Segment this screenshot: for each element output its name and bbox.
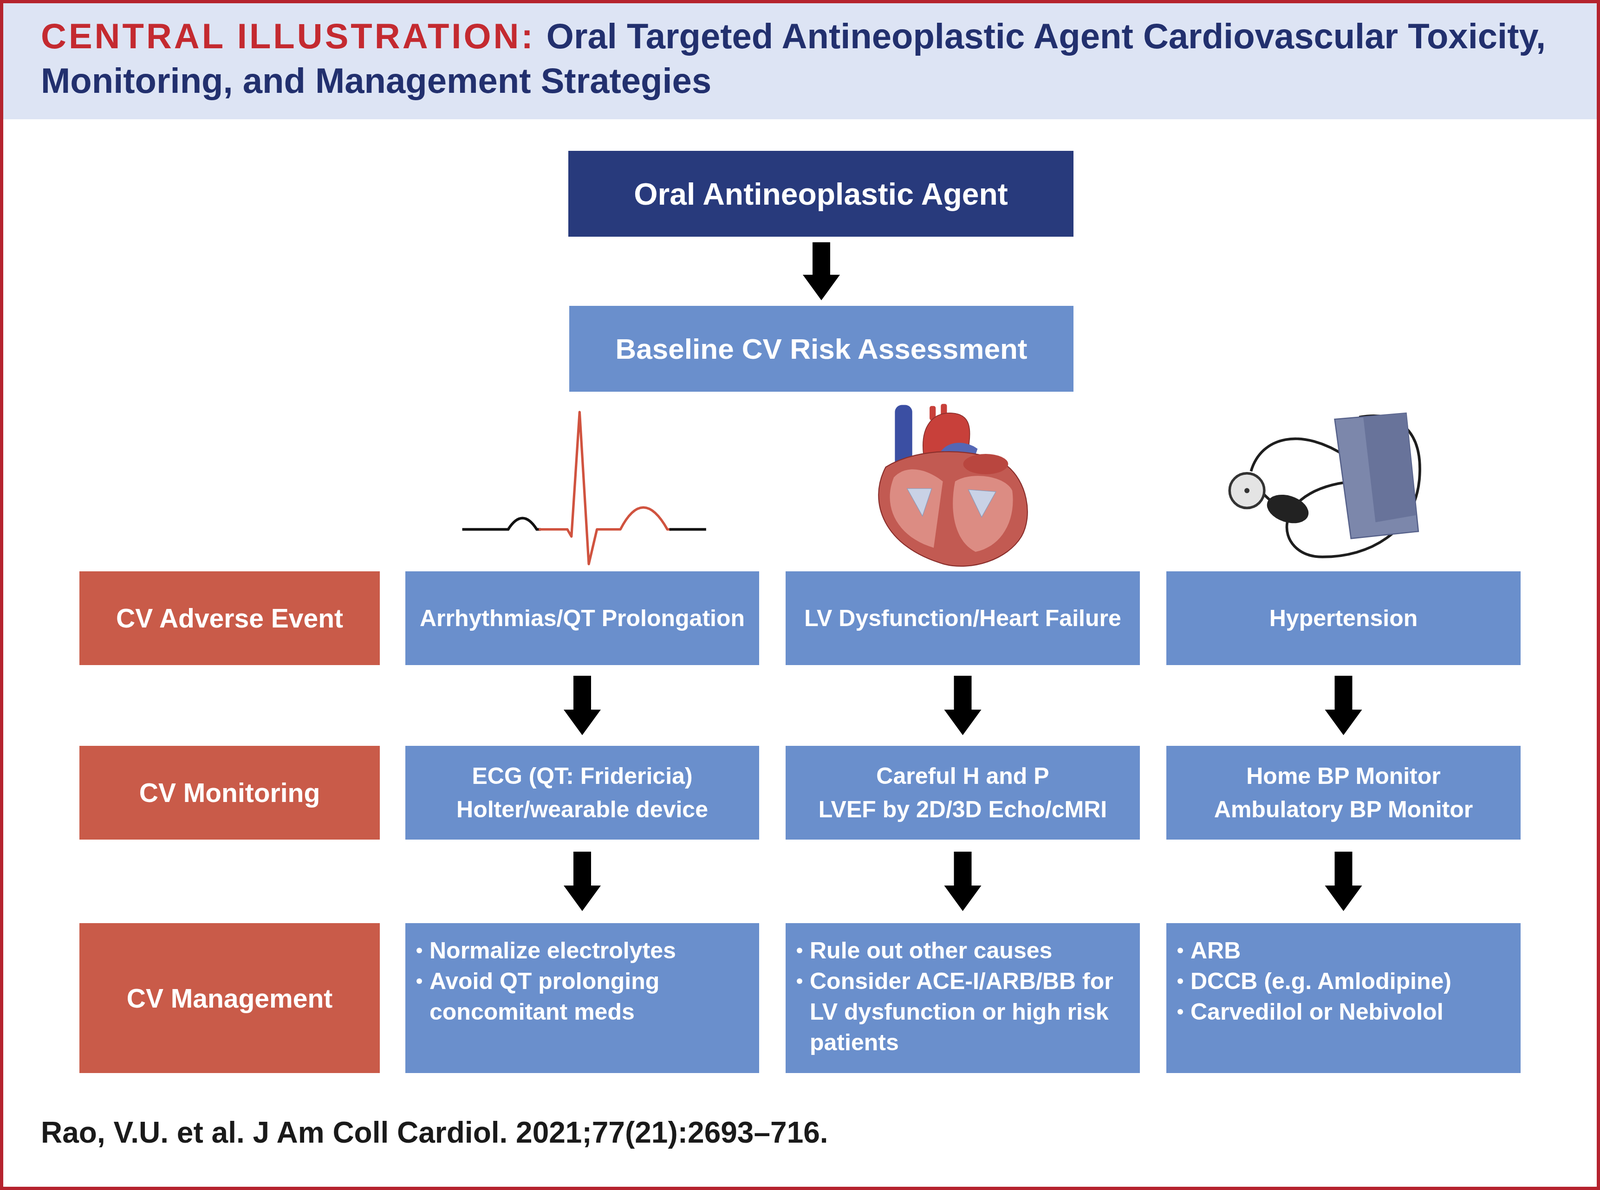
node-text: CV Adverse Event — [116, 601, 344, 636]
caption-text: Rao, V.U. et al. J Am Coll Cardiol. 2021… — [40, 1114, 829, 1152]
right-chambers — [890, 469, 944, 548]
bullet-dot — [796, 948, 803, 954]
block-arrow — [1325, 852, 1363, 912]
management-box: ARBDCCB (e.g. Amlodipine)Carvedilol or N… — [1166, 923, 1521, 1074]
node-text: Hypertension — [1269, 601, 1418, 636]
node-text: Arrhythmias/QT Prolongation — [419, 601, 745, 636]
myocardium — [878, 451, 1028, 567]
node-text: Ambulatory BP Monitor — [1214, 793, 1473, 827]
bullet-text: Rule out other causes — [809, 935, 1053, 967]
bp-tube — [1250, 438, 1347, 472]
illustration-label: CENTRAL ILLUSTRATION: — [40, 16, 536, 56]
process-box: ECG (QT: Fridericia)Holter/wearable devi… — [405, 746, 760, 840]
management-box: Normalize electrolytesAvoid QT prolongin… — [405, 923, 760, 1074]
block-arrow — [944, 852, 982, 912]
tricuspid-valve — [907, 488, 932, 517]
node-text: CV Management — [126, 982, 333, 1016]
row-label-box: CV Adverse Event — [79, 571, 380, 666]
bullet-dot — [416, 978, 423, 985]
node-text: Careful H and P — [876, 759, 1049, 794]
process-box: LV Dysfunction/Heart Failure — [785, 571, 1140, 666]
agent-box: Oral Antineoplastic Agent — [568, 150, 1074, 237]
row-label-box: CV Management — [79, 923, 380, 1074]
bullet-dot — [1177, 948, 1184, 954]
block-arrow — [1325, 676, 1363, 736]
process-box: Home BP MonitorAmbulatory BP Monitor — [1166, 746, 1521, 840]
process-box: Hypertension — [1166, 571, 1521, 666]
bullet-dot — [1177, 978, 1184, 985]
node-text: LVEF by 2D/3D Echo/cMRI — [818, 793, 1107, 827]
process-box: Careful H and PLVEF by 2D/3D Echo/cMRI — [785, 746, 1140, 840]
bp-cuff — [1334, 413, 1419, 539]
bullet-dot — [416, 948, 423, 954]
block-arrow — [563, 852, 601, 912]
bullet-text: DCCB (e.g. Amlodipine) — [1190, 966, 1452, 997]
node-text: Holter/wearable device — [456, 793, 709, 827]
title-line: CENTRAL ILLUSTRATION:Oral Targeted Antin… — [40, 13, 1569, 104]
node-text: Baseline CV Risk Assessment — [615, 331, 1028, 368]
block-arrow — [944, 676, 982, 736]
bullet-text: Consider ACE-I/ARB/BB for LV dysfunction… — [809, 966, 1129, 1059]
row-label-box: CV Monitoring — [79, 746, 380, 840]
bullet-text: Normalize electrolytes — [429, 935, 677, 967]
ecg-tail — [669, 528, 707, 532]
citation: Rao, V.U. et al. J Am Coll Cardiol. 2021… — [40, 1114, 829, 1152]
bullet-dot — [796, 978, 803, 985]
left-ventricle — [952, 475, 1013, 553]
management-box: Rule out other causesConsider ACE-I/ARB/… — [785, 923, 1140, 1074]
ecg-baseline — [462, 518, 541, 530]
node-text: Oral Antineoplastic Agent — [633, 175, 1009, 214]
bp-cuff-fold — [1363, 413, 1417, 523]
bullet-text: Carvedilol or Nebivolol — [1190, 996, 1444, 1028]
assessment-box: Baseline CV Risk Assessment — [569, 305, 1074, 392]
node-text: ECG (QT: Fridericia) — [471, 759, 693, 794]
bp-gauge-center — [1244, 488, 1250, 494]
block-arrow — [802, 242, 840, 301]
mitral-valve — [968, 489, 996, 518]
ecg-qrs-t — [538, 412, 672, 565]
node-text: LV Dysfunction/Heart Failure — [804, 601, 1122, 636]
bullet-dot — [1177, 1009, 1184, 1015]
bp-bulb — [1263, 489, 1313, 529]
left-atrium — [963, 454, 1009, 475]
node-text: Home BP Monitor — [1246, 759, 1441, 794]
bullet-text: Avoid QT prolonging concomitant meds — [429, 966, 748, 1028]
process-box: Arrhythmias/QT Prolongation — [405, 571, 760, 666]
node-text: CV Monitoring — [139, 776, 320, 810]
bullet-text: ARB — [1190, 935, 1241, 967]
block-arrow — [563, 676, 601, 736]
bp-gauge — [1229, 473, 1265, 509]
